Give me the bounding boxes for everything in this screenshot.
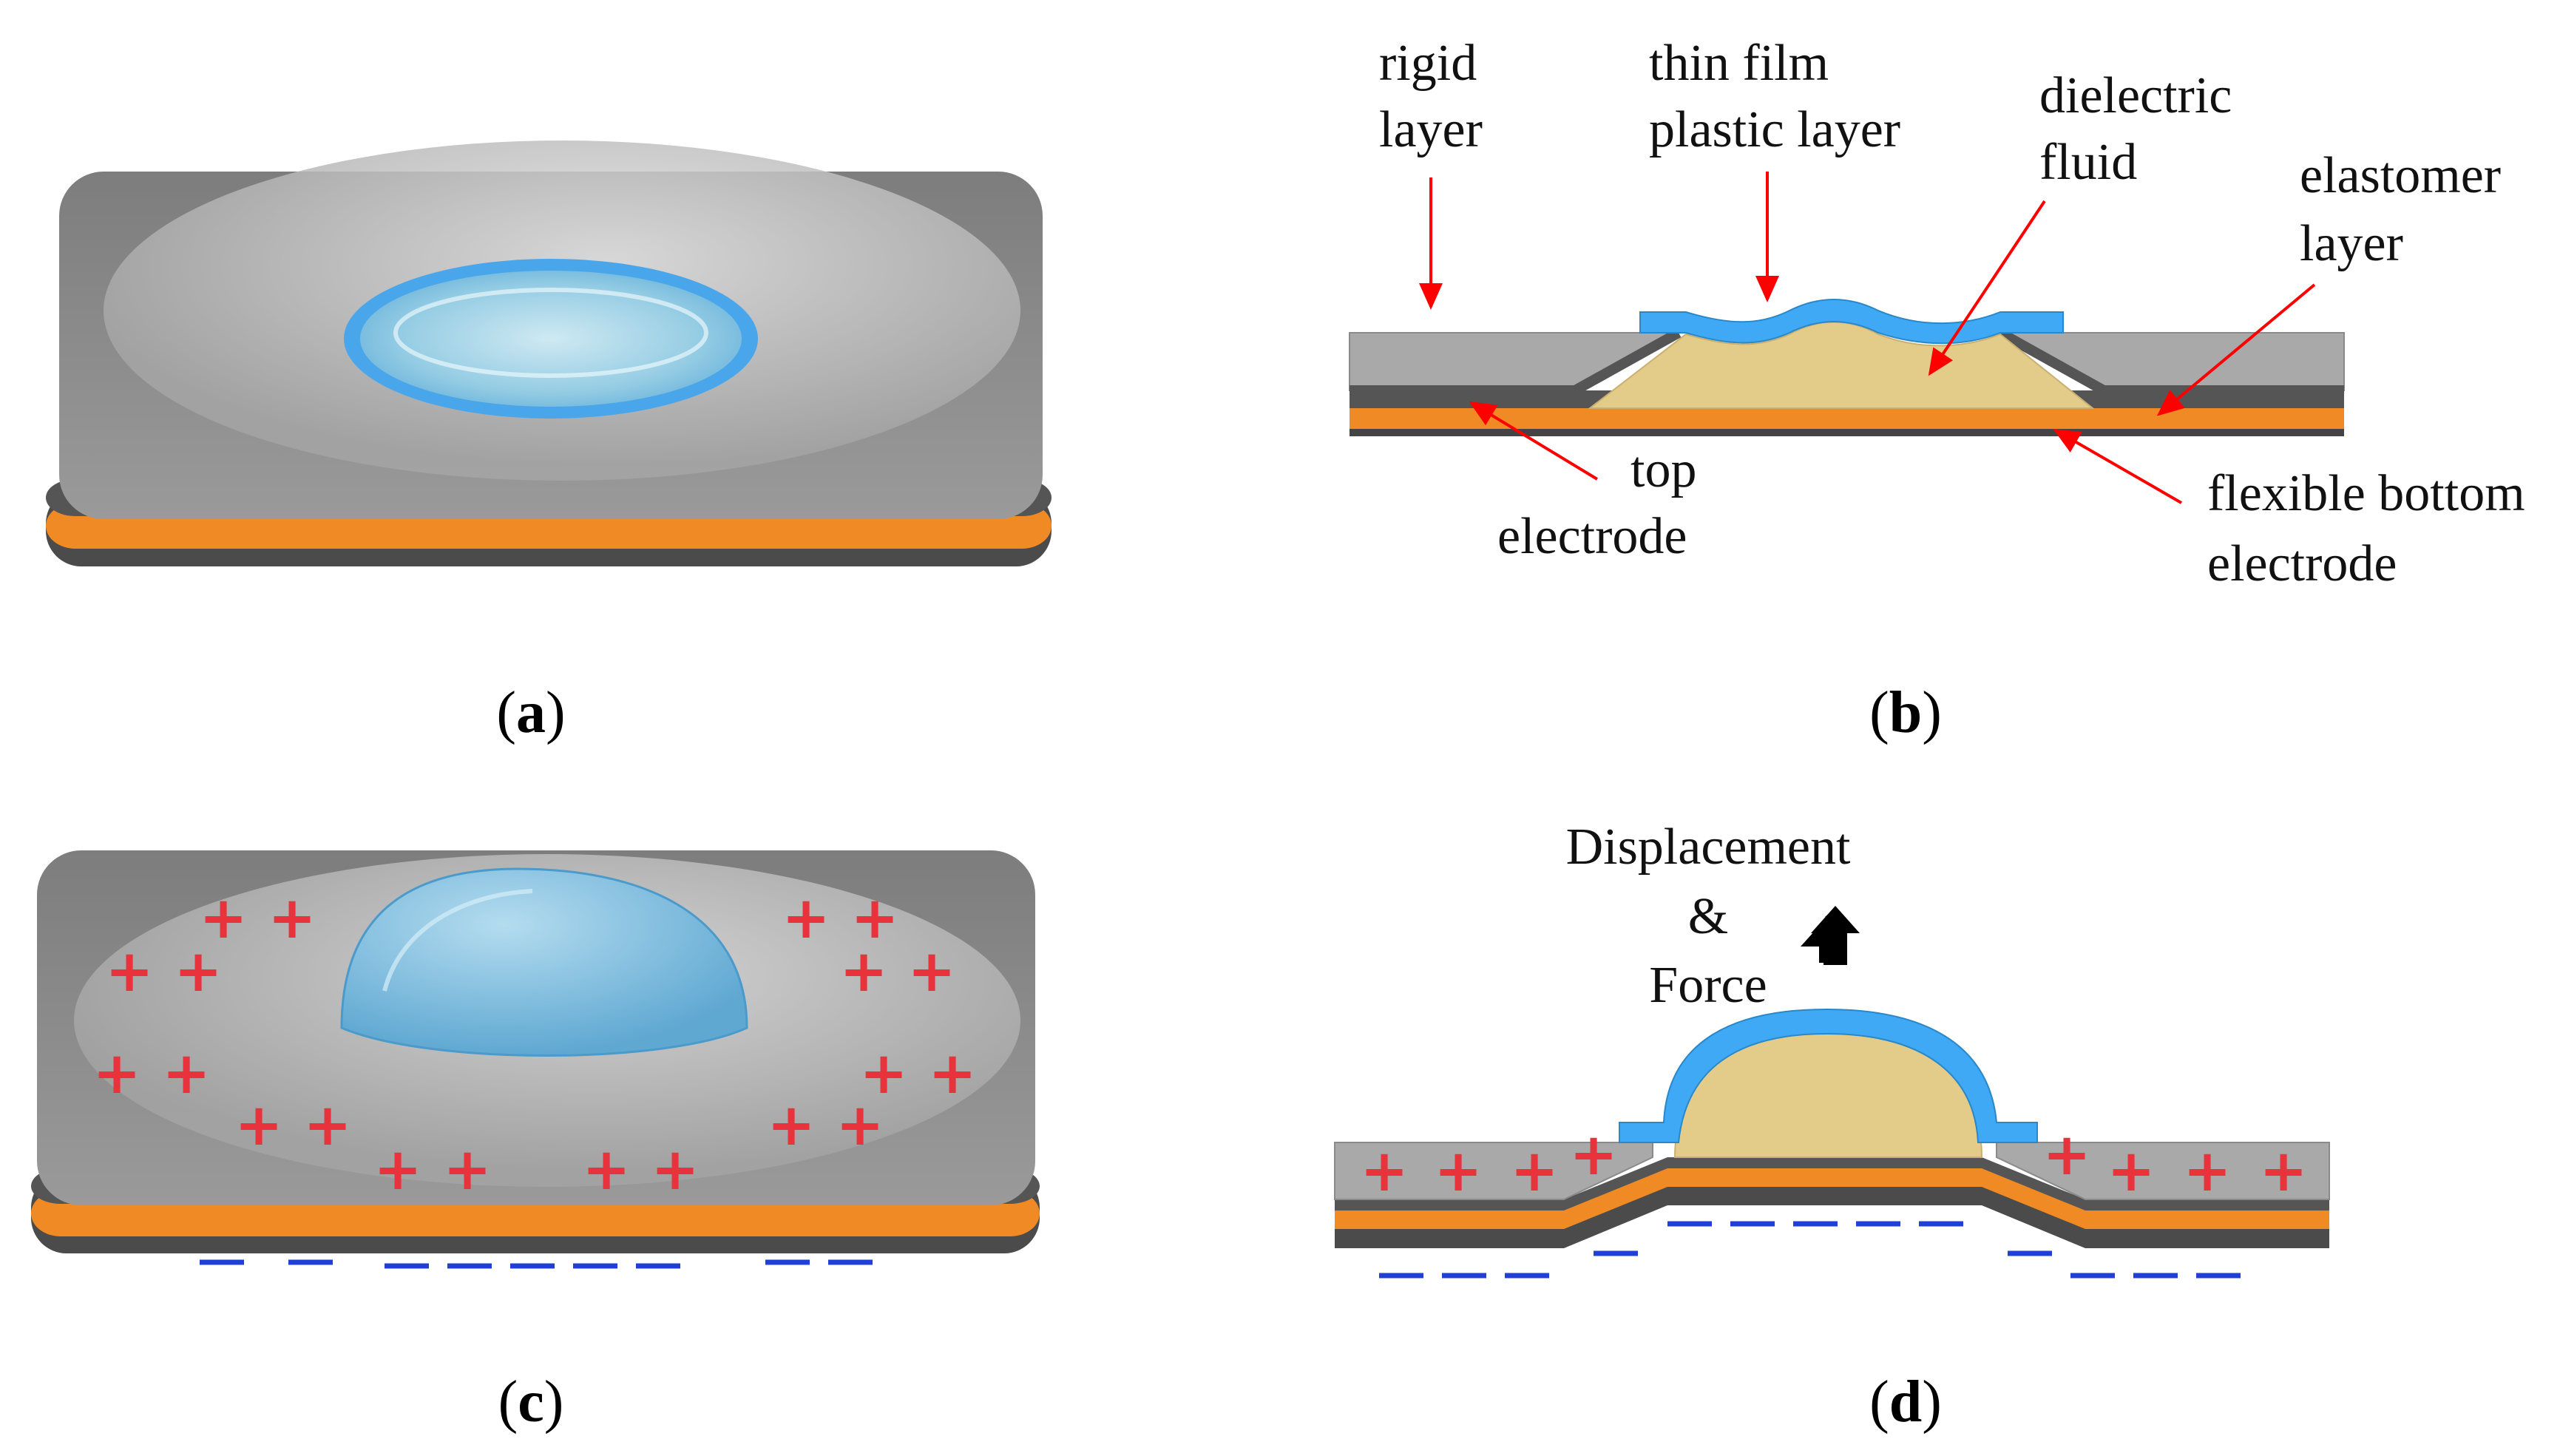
plus-sign: + [859, 1040, 907, 1107]
plus-sign: + [1510, 1138, 1558, 1205]
plus-sign: + [1434, 1138, 1482, 1205]
label-rigid-layer: rigid [1379, 35, 1477, 92]
label-elastomer-layer-2: layer [2300, 215, 2403, 272]
plus-sign: + [92, 1040, 140, 1107]
plus-sign: + [2259, 1138, 2307, 1205]
cross-section-relaxed [1349, 299, 2345, 436]
positive-charges-d: ++++++++ [1360, 1122, 2307, 1205]
caption-b: (b) [1869, 680, 1942, 745]
bottom-dark-layer [1335, 1185, 2329, 1248]
rigid-layer-left [1334, 1142, 1653, 1200]
label-dielectric-fluid: dielectric [2039, 67, 2232, 124]
plus-sign: + [443, 1137, 491, 1203]
up-arrow-head [1811, 906, 1860, 965]
arrow-top-electrode [1469, 401, 1599, 481]
panel-c: ++++++++++++++++++++ (c) [31, 850, 1040, 1435]
caption-c: (c) [498, 1369, 564, 1435]
displacement-label: Displacement & Force [1566, 819, 1860, 1014]
label-thin-film-2: plastic layer [1649, 101, 1900, 158]
labels-b: rigid layer thin film plastic layer diel… [1379, 35, 2525, 592]
positive-charges-c: ++++++++++++++++++++ [92, 885, 976, 1203]
cross-section-actuated [1334, 1008, 2330, 1248]
label-displacement: Displacement [1566, 819, 1851, 876]
plus-sign: + [651, 1137, 699, 1203]
plus-sign: + [105, 938, 153, 1005]
panel-d: Displacement & Force ++++++++ (d) [1334, 819, 2330, 1435]
negative-charges-c [200, 1259, 873, 1269]
label-rigid-layer-2: layer [1379, 101, 1483, 158]
panel-b: rigid layer thin film plastic layer diel… [1349, 35, 2525, 745]
dome-highlight [382, 889, 533, 992]
label-top-electrode: top [1631, 441, 1696, 498]
plus-sign: + [199, 885, 247, 952]
plus-sign: + [2107, 1138, 2155, 1205]
plus-sign: + [767, 1092, 815, 1159]
arrow-elastomer [2156, 283, 2316, 416]
caption-a: (a) [496, 680, 565, 745]
plus-sign: + [1360, 1138, 1408, 1205]
caption-d: (d) [1869, 1369, 1942, 1435]
rigid-layer-right [1996, 1142, 2330, 1200]
plus-sign: + [2183, 1138, 2231, 1205]
thin-film-dome [1619, 1008, 2038, 1143]
plus-sign: + [850, 885, 898, 952]
label-dielectric-fluid-2: fluid [2039, 134, 2137, 191]
top-electrode-slant-right [1997, 328, 2344, 396]
plus-sign: + [782, 885, 830, 952]
plus-sign: + [162, 1040, 210, 1107]
plus-sign: + [234, 1092, 282, 1159]
label-flexible-bottom-electrode-2: electrode [2207, 535, 2397, 592]
label-ampersand: & [1688, 888, 1728, 945]
pouch-highlight [393, 288, 708, 378]
top-electrode-slant-left [1350, 328, 1682, 396]
plus-sign: + [303, 1092, 351, 1159]
plus-sign: + [174, 938, 222, 1005]
negative-charges-d [1379, 1221, 2241, 1279]
plus-sign: + [373, 1137, 421, 1203]
label-flexible-bottom-electrode: flexible bottom [2207, 465, 2525, 522]
plus-sign: + [2042, 1122, 2090, 1188]
plus-sign: + [268, 885, 316, 952]
flexible-bottom-electrode [1335, 1167, 2329, 1229]
arrow-bottom-electrode [2053, 429, 2182, 504]
elastomer-layer [1335, 1157, 2329, 1210]
label-thin-film: thin film [1649, 35, 1829, 92]
pad-slab-actuated [31, 850, 1040, 1253]
plus-sign: + [582, 1137, 630, 1203]
plus-sign: + [836, 1092, 884, 1159]
plus-sign: + [907, 938, 955, 1005]
plus-sign: + [928, 1040, 976, 1107]
label-elastomer-layer: elastomer [2300, 147, 2501, 204]
arrow-dielectric [1928, 200, 2046, 376]
fluid-pouch-inner [360, 271, 742, 407]
plus-sign: + [839, 938, 887, 1005]
label-top-electrode-2: electrode [1497, 508, 1687, 565]
label-force: Force [1649, 957, 1767, 1014]
bottom-dark-layer [1350, 427, 2344, 436]
panel-a: (a) [46, 140, 1052, 745]
pad-slab-flat [46, 140, 1052, 566]
plus-sign: + [1569, 1122, 1617, 1188]
